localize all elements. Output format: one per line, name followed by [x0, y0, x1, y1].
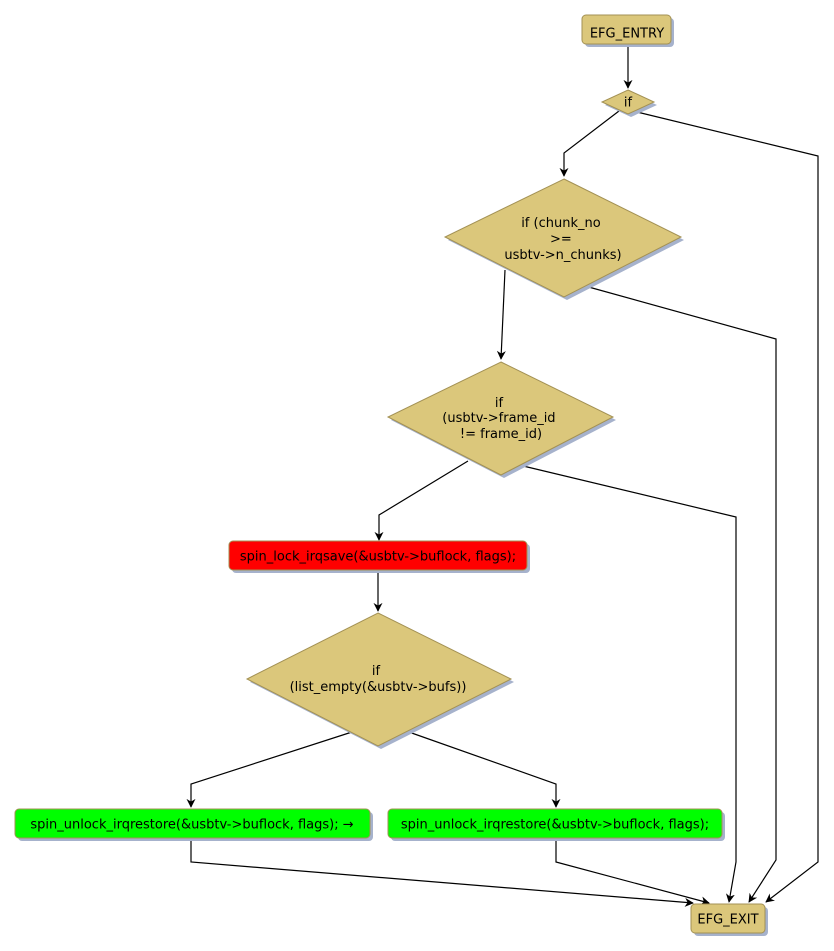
if3-line-3: != frame_id) — [460, 427, 542, 442]
edge-if1-to-exit — [636, 111, 819, 903]
if4-line-2: (list_empty(&usbtv->bufs)) — [290, 680, 467, 695]
statement-node-unlock-right[interactable]: spin_unlock_irqrestore(&usbtv->buflock, … — [387, 808, 725, 841]
if3-label: if (usbtv->frame_id != frame_id) — [442, 396, 559, 442]
if2-line-3: usbtv->n_chunks) — [504, 248, 621, 263]
edge-if3-to-exit — [518, 464, 737, 903]
exit-node[interactable]: EFG_EXIT — [690, 903, 768, 936]
edges — [186, 46, 819, 907]
unlock-left-label: spin_unlock_irqrestore(&usbtv->buflock, … — [30, 818, 353, 833]
exit-label: EFG_EXIT — [697, 913, 758, 928]
edge-if2-to-if3 — [496, 269, 506, 360]
if1-label: if — [624, 96, 633, 111]
edge-if2-to-exit — [584, 285, 777, 903]
edge-unlock-left-to-exit — [190, 838, 694, 907]
edge-if1-to-if2 — [559, 110, 620, 177]
if4-line-1: if — [372, 664, 381, 679]
lock-label: spin_lock_irqsave(&usbtv->buflock, flags… — [240, 550, 516, 565]
if2-line-2: >= — [550, 232, 572, 247]
edge-if4-to-unlock-right — [405, 730, 561, 808]
if2-line-1: if (chunk_no — [521, 216, 601, 231]
if4-label: if (list_empty(&usbtv->bufs)) — [290, 664, 467, 695]
entry-label: EFG_ENTRY — [590, 27, 664, 42]
entry-node[interactable]: EFG_ENTRY — [581, 14, 674, 47]
edge-unlock-right-to-exit — [555, 838, 710, 906]
if2-label: if (chunk_no >= usbtv->n_chunks) — [504, 216, 621, 263]
decision-node-if3[interactable]: if (usbtv->frame_id != frame_id) — [386, 361, 616, 478]
unlock-right-label: spin_unlock_irqrestore(&usbtv->buflock, … — [401, 818, 709, 833]
if3-line-1: if — [495, 396, 504, 411]
if3-line-2: (usbtv->frame_id — [442, 411, 555, 426]
edge-if3-to-lock — [374, 460, 469, 541]
decision-node-if4[interactable]: if (list_empty(&usbtv->bufs)) — [245, 612, 514, 749]
statement-node-unlock-left[interactable]: spin_unlock_irqrestore(&usbtv->buflock, … — [14, 808, 373, 841]
edge-if4-to-unlock-left — [186, 731, 353, 808]
statement-node-lock[interactable]: spin_lock_irqsave(&usbtv->buflock, flags… — [228, 540, 530, 573]
decision-node-if2[interactable]: if (chunk_no >= usbtv->n_chunks) — [443, 178, 684, 300]
decision-node-if1[interactable]: if — [600, 89, 657, 117]
